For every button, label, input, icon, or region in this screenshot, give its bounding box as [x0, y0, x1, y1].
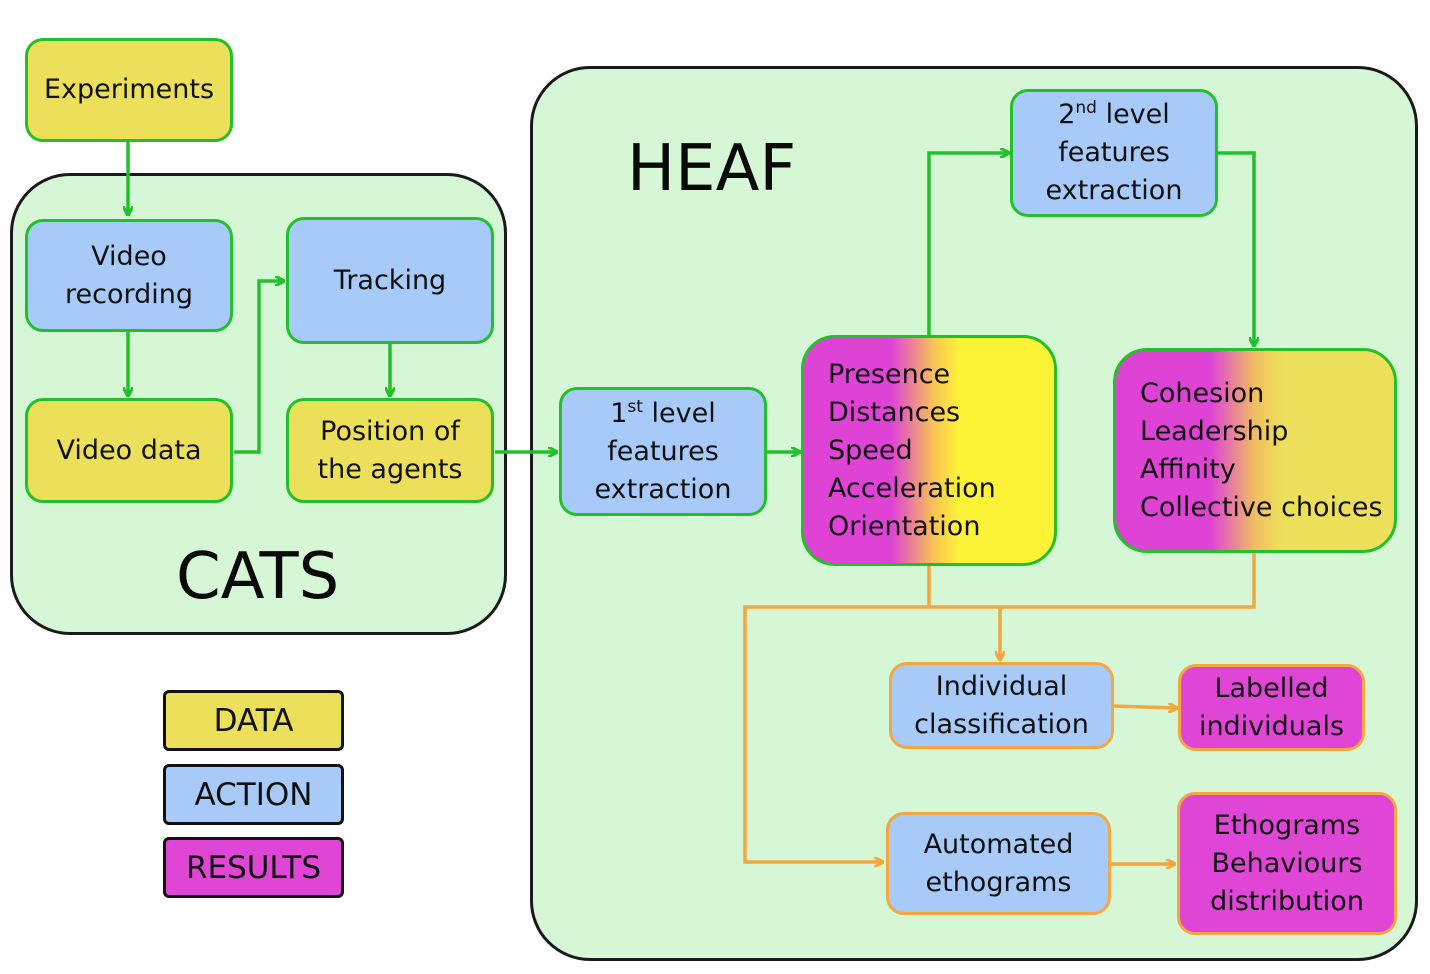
feature-cohesion: Cohesion: [1140, 377, 1265, 409]
video-data-label: Video data: [56, 434, 202, 466]
second-level-label-line3: extraction: [1045, 175, 1183, 206]
position-label-line2: the agents: [317, 453, 463, 485]
feature-orientation: Orientation: [828, 510, 981, 542]
feature-presence: Presence: [828, 358, 951, 390]
video-recording-label-line2: recording: [65, 278, 193, 310]
first-level-label-line2: features: [607, 435, 719, 467]
automated-ethograms-box[interactable]: Automated ethograms: [886, 812, 1111, 915]
second-level-extraction-box[interactable]: 2nd level features extraction: [1010, 89, 1218, 217]
legend-results-label: RESULTS: [185, 849, 322, 886]
second-level-label-line2: features: [1058, 137, 1170, 168]
automated-ethograms-line2: ethograms: [925, 866, 1072, 898]
orange-merge-line: [927, 553, 1256, 609]
feature-distances: Distances: [828, 396, 961, 428]
feature-leadership: Leadership: [1140, 415, 1289, 447]
individual-classification-line2: classification: [914, 708, 1089, 740]
second-level-label-line1: 2nd level: [1058, 98, 1170, 130]
heaf-title: HEAF: [627, 132, 797, 206]
ethograms-line1: Ethograms: [1213, 809, 1361, 841]
experiments-box[interactable]: Experiments: [25, 38, 233, 142]
arrow-classification-to-labelled: [1113, 706, 1176, 708]
tracking-box[interactable]: Tracking: [286, 217, 494, 344]
feature-speed: Speed: [828, 434, 913, 466]
first-level-label-line3: extraction: [594, 473, 732, 505]
legend-data-label: DATA: [213, 702, 294, 739]
legend-action: ACTION: [163, 764, 344, 825]
first-level-extraction-box[interactable]: 1st level features extraction: [559, 387, 767, 516]
ethograms-line3: distribution: [1210, 885, 1364, 917]
feature-acceleration: Acceleration: [828, 472, 996, 504]
position-label-line1: Position of: [320, 415, 460, 447]
arrow-features-to-second-level: [927, 153, 1008, 335]
feature-affinity: Affinity: [1140, 453, 1236, 485]
arrow-second-level-to-collective: [1218, 151, 1254, 345]
first-level-label-line1: 1st level: [610, 396, 716, 429]
individual-classification-line1: Individual: [935, 670, 1068, 702]
legend-action-label: ACTION: [194, 776, 313, 813]
legend-results: RESULTS: [163, 837, 344, 898]
video-recording-label-line1: Video: [91, 240, 167, 272]
experiments-label: Experiments: [43, 74, 215, 105]
video-data-box[interactable]: Video data: [25, 398, 233, 503]
ethograms-distribution-box[interactable]: Ethograms Behaviours distribution: [1177, 792, 1397, 935]
labelled-individuals-line2: individuals: [1198, 710, 1345, 742]
arrow-video-data-to-tracking: [234, 281, 283, 454]
position-of-agents-box[interactable]: Position of the agents: [286, 398, 494, 503]
automated-ethograms-line1: Automated: [923, 828, 1074, 860]
cats-title: CATS: [176, 540, 340, 614]
second-level-features-box[interactable]: Cohesion Leadership Affinity Collective …: [1113, 348, 1397, 553]
ethograms-line2: Behaviours: [1211, 847, 1363, 879]
feature-collective-choices: Collective choices: [1140, 491, 1383, 523]
legend-data: DATA: [163, 690, 344, 751]
first-level-features-box[interactable]: Presence Distances Speed Acceleration Or…: [801, 335, 1057, 566]
labelled-individuals-line1: Labelled: [1214, 672, 1329, 704]
labelled-individuals-box[interactable]: Labelled individuals: [1178, 664, 1365, 751]
tracking-label: Tracking: [333, 264, 447, 296]
individual-classification-box[interactable]: Individual classification: [889, 662, 1114, 749]
arrow-to-automated-ethograms: [743, 605, 929, 862]
video-recording-box[interactable]: Video recording: [25, 219, 233, 332]
